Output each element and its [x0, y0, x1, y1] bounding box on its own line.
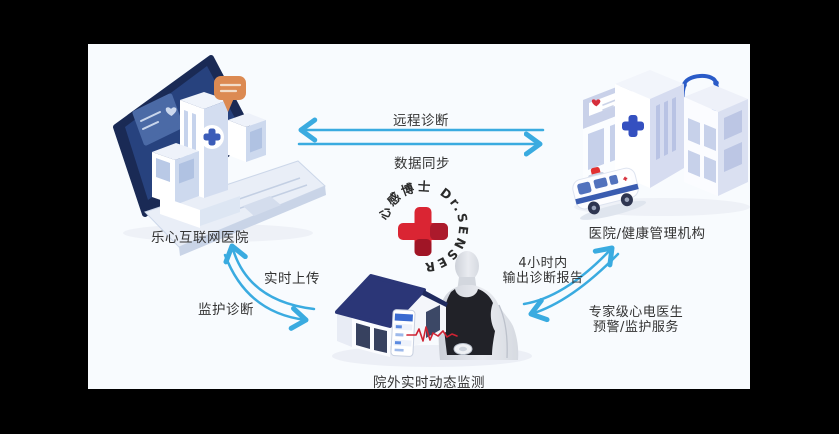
label-report-4h-line2: 输出诊断报告 — [502, 270, 584, 286]
label-data-sync: 数据同步 — [394, 156, 450, 172]
house-window — [356, 323, 370, 349]
label-remote-diagnosis: 远程诊断 — [393, 113, 449, 129]
house-illustration — [335, 274, 458, 357]
label-hospital-org: 医院/健康管理机构 — [588, 226, 706, 242]
hospital-illustration — [572, 70, 748, 220]
trackpad — [243, 196, 281, 216]
hospital-tower — [615, 70, 684, 188]
heart-icon — [591, 99, 601, 107]
ecg-waveform-icon — [406, 326, 458, 342]
label-report-4h-line1: 4小时内 — [518, 256, 568, 271]
heart-icon — [165, 107, 177, 116]
blue-cross-icon — [203, 128, 221, 146]
monitoring-app-phone — [390, 309, 416, 357]
label-expert-service-line1: 专家级心电医生 — [588, 305, 684, 320]
arrow-expert-service — [528, 252, 620, 323]
laptop-front-edge — [179, 186, 326, 256]
label-realtime-upload: 实时上传 — [264, 271, 320, 287]
laptop-illustration — [113, 55, 326, 256]
label-report-4h: 4小时内 输出诊断报告 — [502, 256, 584, 286]
label-expert-service-line2: 预警/监护服务 — [593, 319, 679, 335]
label-internet-hospital: 乐心互联网医院 — [151, 230, 249, 246]
dr-senser-logo: 心感博士 Dr.SENSER — [376, 179, 469, 276]
label-home-monitoring: 院外实时动态监测 — [373, 375, 485, 391]
house-window — [374, 328, 387, 353]
ambulance-icon — [572, 166, 647, 220]
label-monitoring-diagnosis: 监护诊断 — [198, 302, 254, 318]
hospital-right-wing — [684, 85, 748, 196]
laptop-building — [152, 92, 266, 228]
ecg-vest — [443, 289, 495, 355]
label-expert-service: 专家级心电医生 预警/监护服务 — [588, 305, 684, 335]
chat-bubble-icon — [214, 76, 246, 112]
arrow-monitoring-diagnosis — [223, 253, 309, 331]
blue-cross-icon — [622, 115, 644, 137]
red-cross-icon — [398, 207, 448, 256]
patient-illustration — [438, 251, 519, 360]
house-door — [426, 305, 440, 338]
patient-head — [455, 251, 479, 281]
